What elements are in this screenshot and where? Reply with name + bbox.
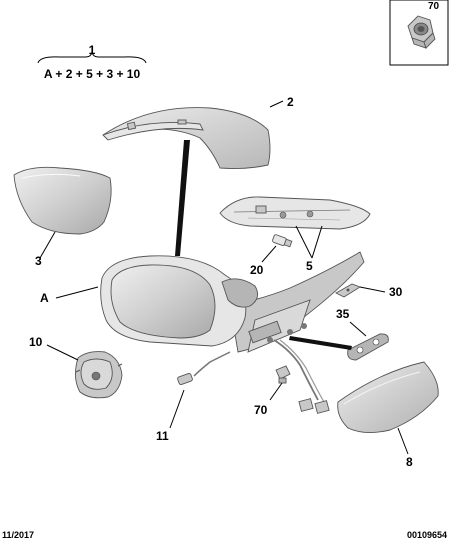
callout-line-body [55, 286, 99, 299]
kit-number-label: 1 [89, 43, 96, 57]
mirror-glass [13, 166, 112, 235]
callout-gasket: 35 [336, 307, 350, 321]
callout-clip: 70 [254, 403, 268, 417]
bulb [272, 234, 293, 248]
callout-line-cap [269, 100, 284, 108]
turn-indicator [219, 196, 371, 230]
gasket-assembly-arrow [289, 336, 352, 350]
callout-indicator: 5 [306, 259, 313, 273]
clip [275, 365, 291, 384]
cap-assembly-arrow [175, 140, 190, 256]
lower-cover [337, 361, 439, 433]
callout-cover: 8 [406, 455, 413, 469]
callout-motor: 10 [29, 335, 43, 349]
callout-line-indicator-a [295, 225, 313, 259]
footer-reference: 00109654 [406, 530, 447, 540]
gasket [347, 333, 389, 361]
callout-line-bracket [359, 286, 386, 293]
connector [177, 351, 231, 386]
kit-formula-label: A + 2 + 5 + 3 + 10 [44, 67, 141, 81]
mirror-cap [102, 107, 271, 170]
callout-line-glass [39, 231, 56, 259]
callout-body: A [40, 291, 49, 305]
callout-line-cover [397, 427, 409, 455]
kit-brace [37, 51, 147, 64]
footer-date: 11/2017 [2, 530, 35, 540]
wiring-harness [273, 339, 330, 414]
callout-bulb: 20 [250, 263, 264, 277]
inset-panel: 70 [389, 0, 449, 66]
callout-glass: 3 [35, 254, 42, 268]
callout-bracket: 30 [389, 285, 403, 299]
callout-line-indicator-b [311, 225, 323, 259]
motor [75, 351, 123, 399]
inset-label: 70 [428, 1, 440, 12]
callout-line-motor [46, 344, 79, 361]
callout-line-bulb [261, 245, 277, 263]
callout-line-connector [169, 389, 185, 429]
callout-cap: 2 [287, 95, 294, 109]
kit-composition: 1 A + 2 + 5 + 3 + 10 [37, 43, 147, 81]
callout-line-gasket [349, 321, 367, 337]
hex-nut-icon [407, 15, 436, 49]
mirror-body [100, 251, 365, 353]
callout-line-clip [269, 382, 283, 401]
callout-connector: 11 [156, 429, 169, 443]
